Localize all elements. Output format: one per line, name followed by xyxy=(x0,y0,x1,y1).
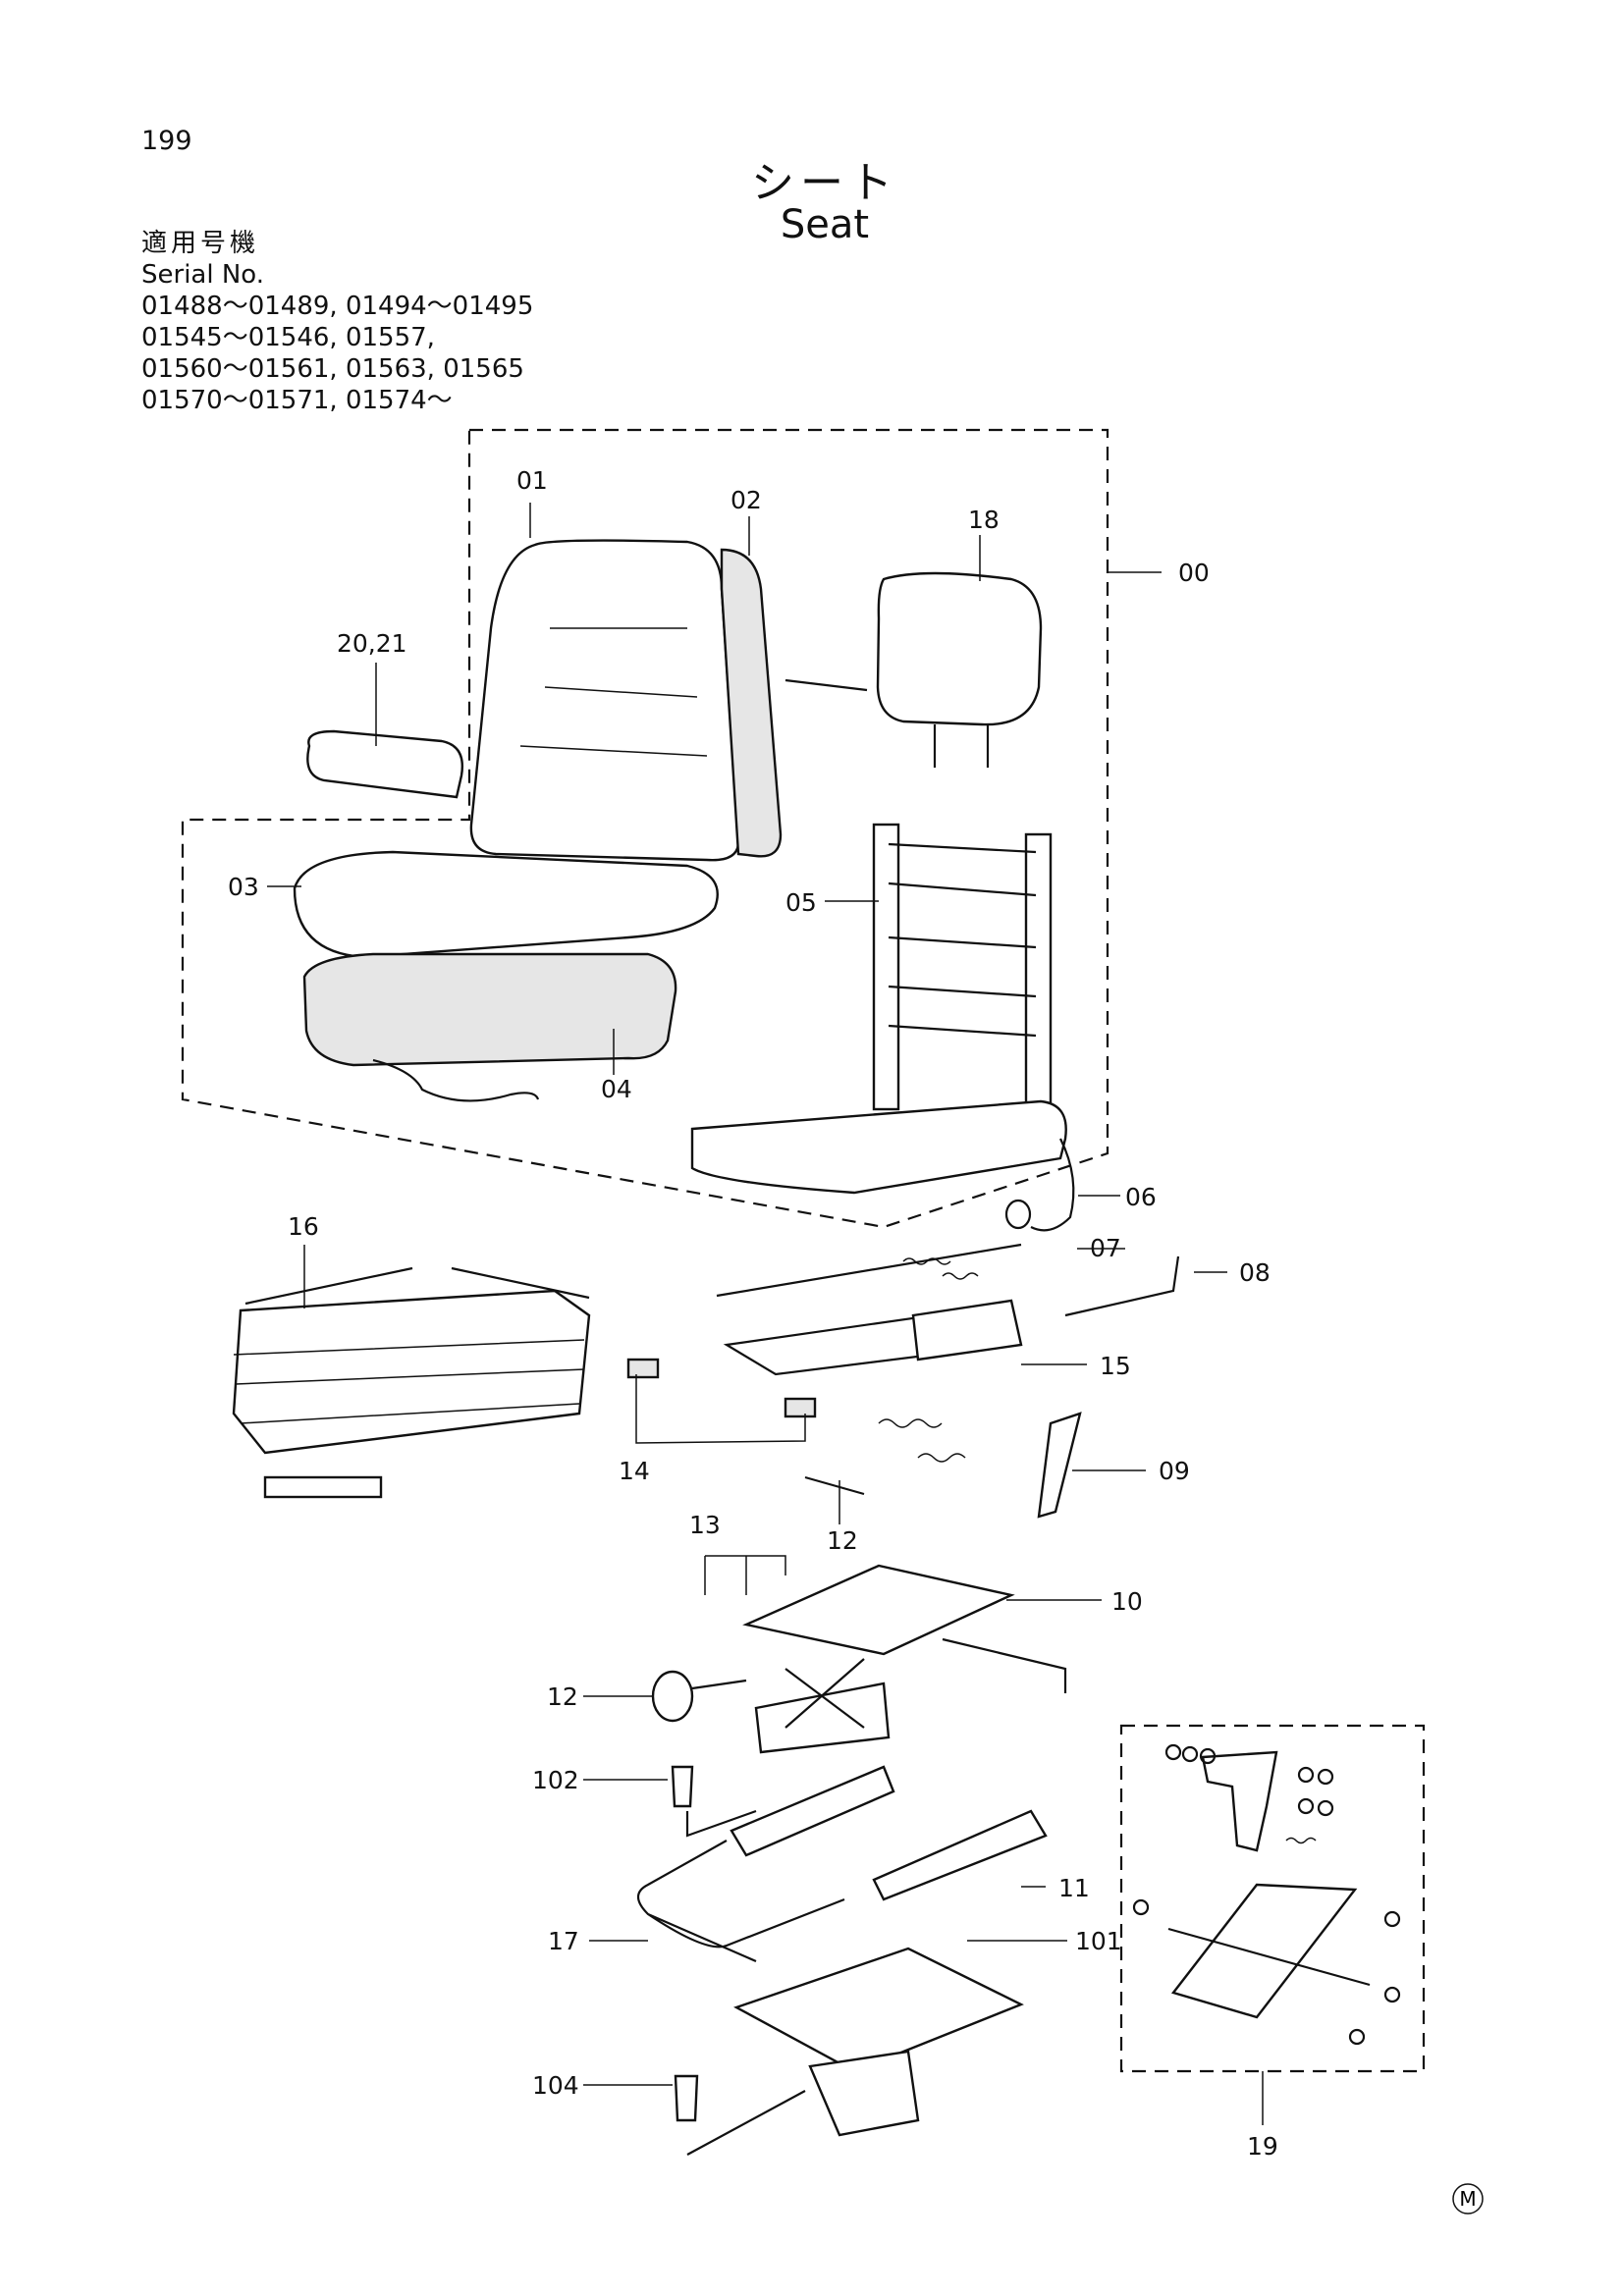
armrest xyxy=(306,729,463,799)
rubber-stopper xyxy=(626,1358,660,1379)
callout-104: 104 xyxy=(532,2071,579,2100)
page-title-english: Seat xyxy=(780,202,870,247)
serial-label-english: Serial No. xyxy=(141,260,264,290)
callout-17: 17 xyxy=(548,1927,579,1955)
callout-03: 03 xyxy=(228,873,259,901)
slide-rail-11 xyxy=(872,1809,1048,1901)
seat-cushion-base xyxy=(302,952,677,1067)
callout-15: 15 xyxy=(1100,1352,1131,1380)
page-title-japanese: シート xyxy=(751,158,898,208)
shaft xyxy=(804,1475,865,1496)
suspension-frame-15 xyxy=(716,1243,1023,1376)
release-cable xyxy=(1030,1138,1075,1232)
serial-number-block: 適用号機 Serial No. 01488～01489, 01494～01495… xyxy=(141,228,533,416)
callout-04: 04 xyxy=(601,1075,632,1103)
bolt-104 xyxy=(674,2074,699,2122)
callout-102: 102 xyxy=(532,1766,579,1794)
headrest xyxy=(876,571,1043,768)
callout-20-21: 20,21 xyxy=(337,629,407,658)
callout-08: 08 xyxy=(1239,1258,1271,1287)
suspension-bellows xyxy=(232,1289,591,1499)
callout-14: 14 xyxy=(619,1457,650,1485)
callout-00: 00 xyxy=(1178,559,1210,587)
callout-11: 11 xyxy=(1058,1874,1090,1902)
springs-07 xyxy=(902,1257,979,1280)
seat-back-frame xyxy=(690,823,1067,1195)
seat-wire xyxy=(372,1058,540,1102)
callout-02: 02 xyxy=(730,486,762,514)
springs-12 xyxy=(878,1418,966,1463)
serial-range-line: 01560～01561, 01563, 01565 xyxy=(141,354,524,384)
callout-12: 12 xyxy=(547,1682,578,1711)
seat-cushion xyxy=(293,850,719,959)
callout-10: 10 xyxy=(1111,1587,1143,1616)
circled-m-mark-letter: M xyxy=(1459,2187,1476,2211)
callout-101: 101 xyxy=(1075,1927,1122,1955)
base-plate xyxy=(733,1947,1024,2073)
gas-spring xyxy=(1037,1412,1082,1519)
leader-lines xyxy=(267,503,1264,2125)
seat-back-cushion xyxy=(469,539,740,862)
callout-18: 18 xyxy=(968,506,1000,534)
callout-09: 09 xyxy=(1159,1457,1190,1485)
callout-05: 05 xyxy=(785,888,817,917)
serial-range-line: 01545～01546, 01557, xyxy=(141,323,435,352)
circled-m-mark xyxy=(1452,2183,1484,2215)
serial-range-line: 01488～01489, 01494～01495 xyxy=(141,292,534,321)
assembly-boundary-00 xyxy=(181,428,1109,1229)
adjust-knob xyxy=(651,1670,747,1723)
washer-nut-set xyxy=(1132,1743,1401,2046)
base-mount xyxy=(808,2050,920,2137)
callout-01: 01 xyxy=(516,466,548,495)
serial-range-line: 01570～01571, 01574～ xyxy=(141,386,453,415)
serial-label-japanese: 適用号機 xyxy=(141,229,260,258)
mounting-kit-19 xyxy=(1167,1750,1371,2019)
bolt-102 xyxy=(671,1765,694,1808)
scissor-mechanism xyxy=(742,1564,1067,1754)
callout-13: 13 xyxy=(689,1511,721,1539)
callout-06: 06 xyxy=(1125,1183,1157,1211)
seat-back-cover xyxy=(720,548,783,858)
assembly-boundary-19 xyxy=(1119,1724,1426,2073)
callout-19: 19 xyxy=(1247,2132,1278,2161)
slide-rail-left xyxy=(730,1765,895,1857)
bellows-frame-bar xyxy=(244,1266,590,1306)
slide-handle xyxy=(636,1840,845,1963)
link-plate-08 xyxy=(1064,1255,1180,1317)
callout-07: 07 xyxy=(1090,1234,1121,1262)
callout-16: 16 xyxy=(288,1212,319,1241)
page-number: 199 xyxy=(141,126,192,156)
callout-12: 12 xyxy=(827,1526,858,1555)
